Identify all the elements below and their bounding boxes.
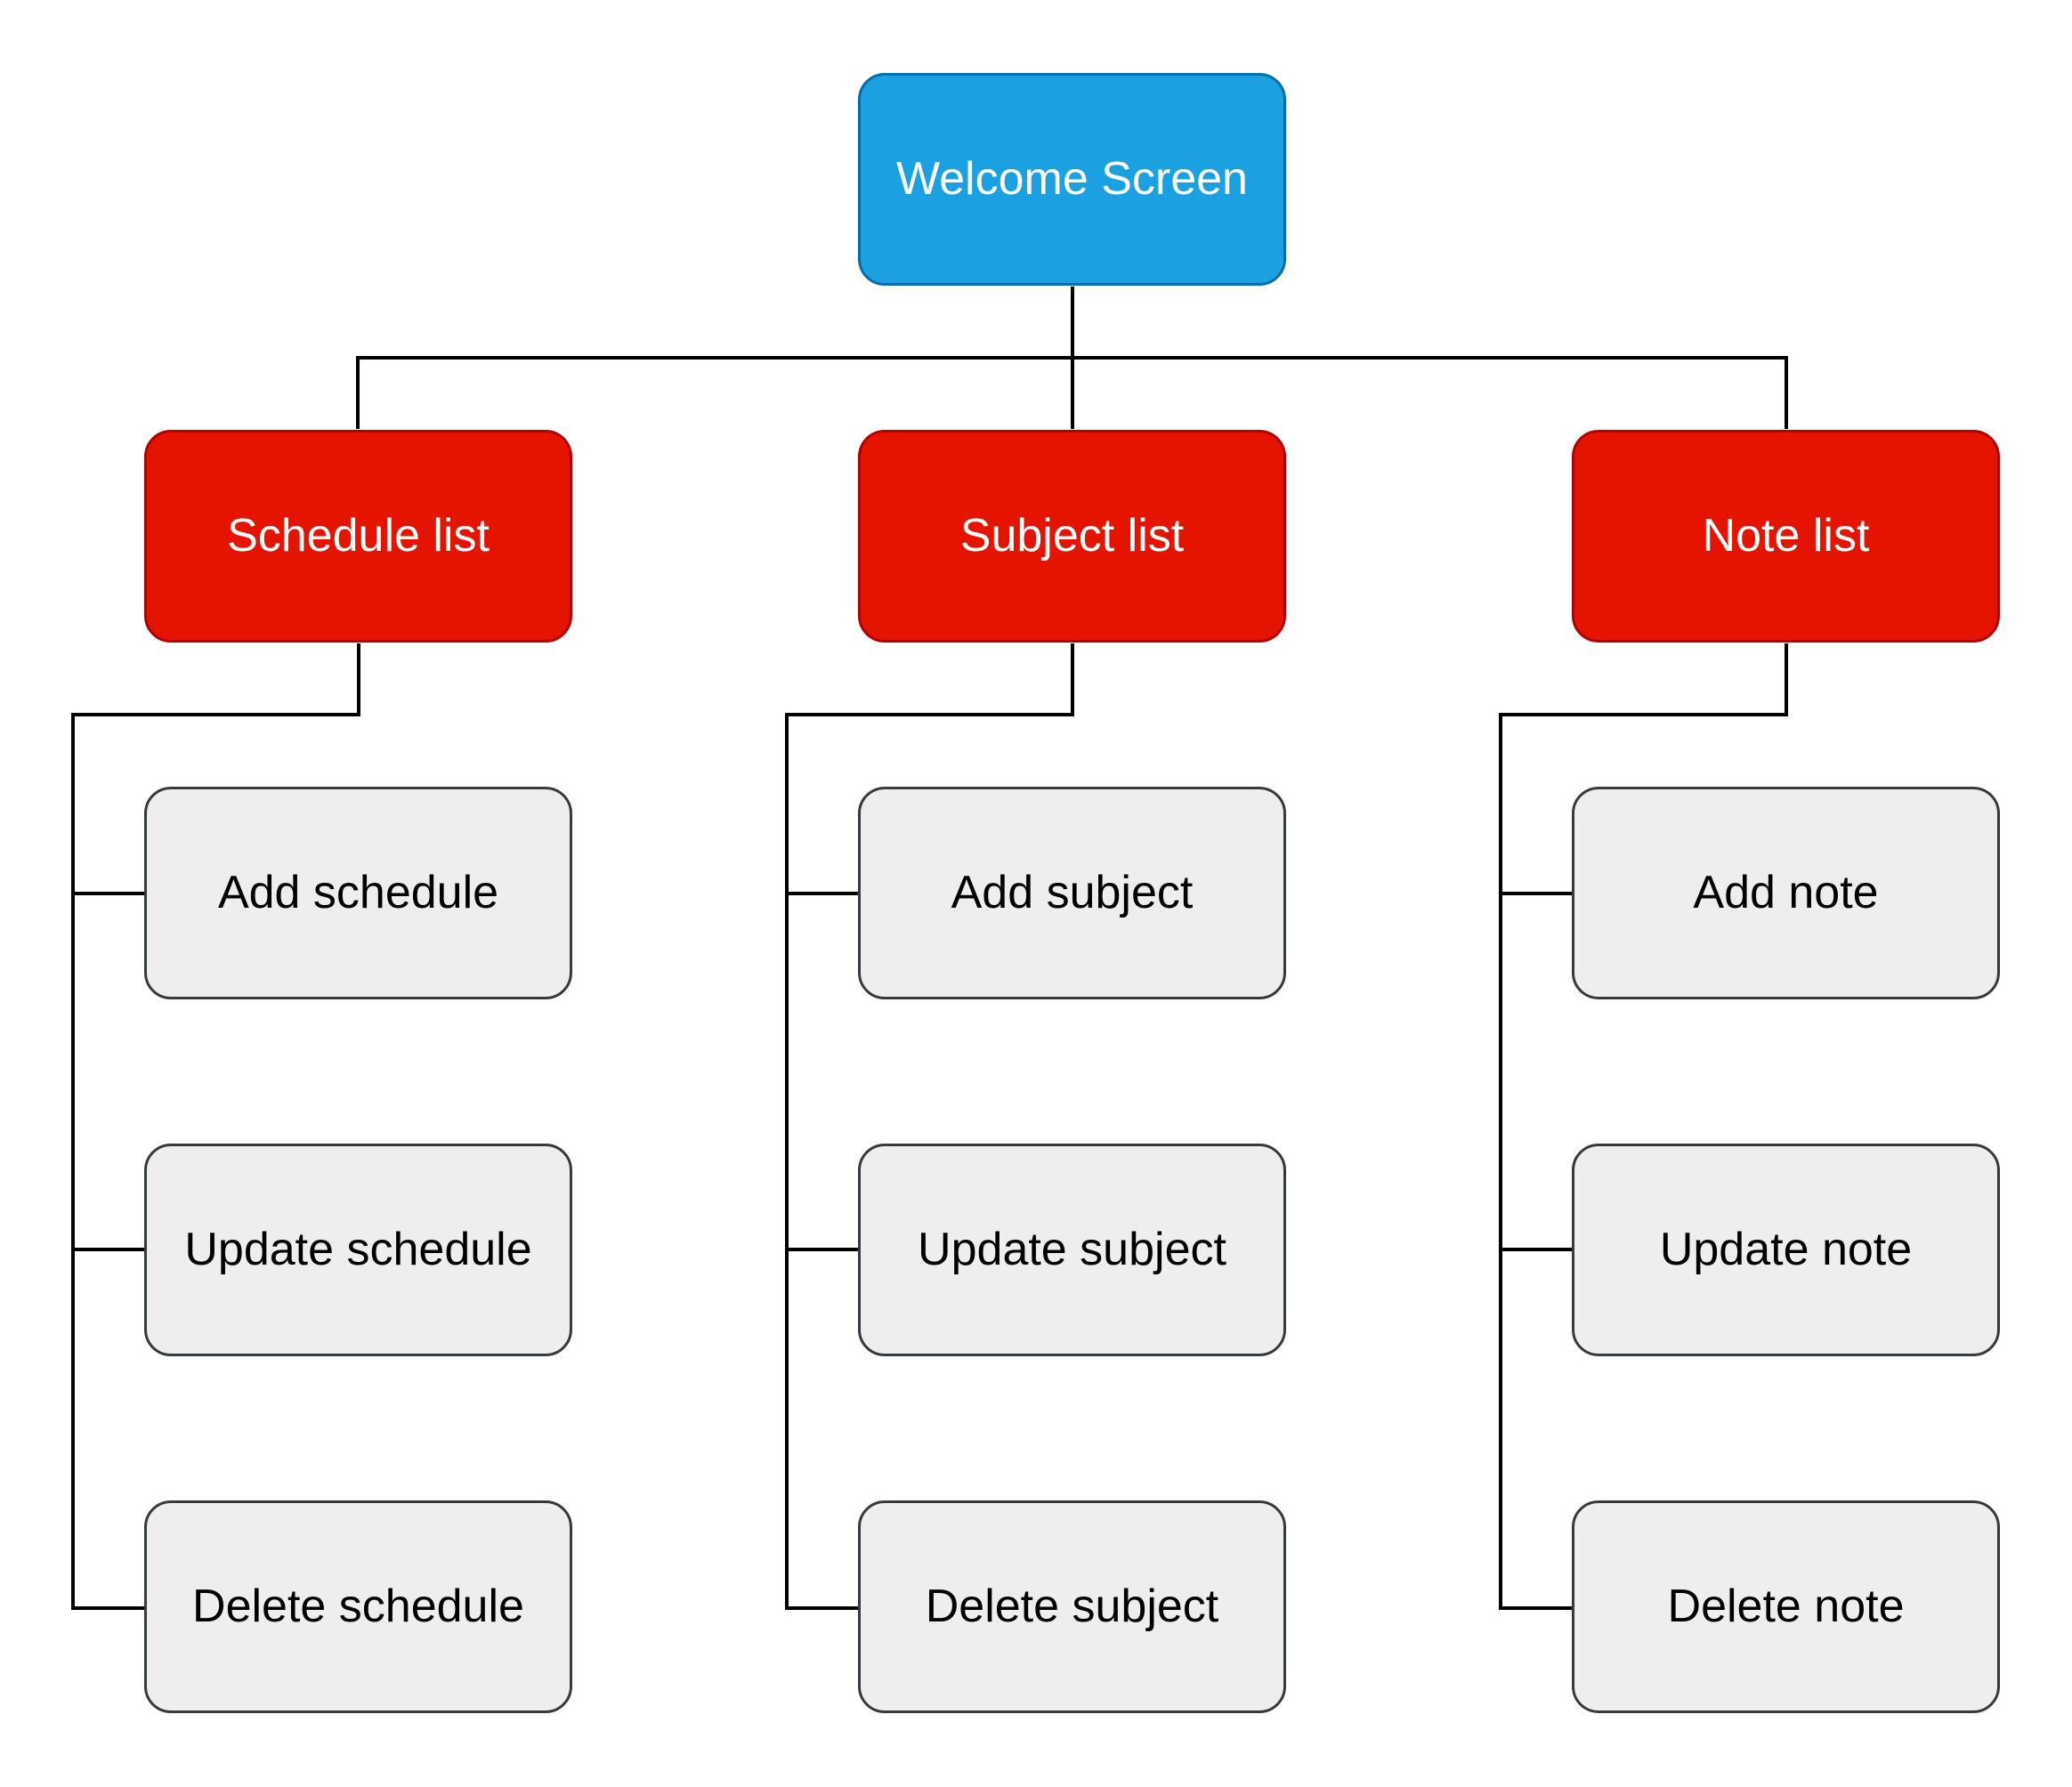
delete-subject-label: Delete subject (925, 1580, 1219, 1632)
update-subject-label: Update subject (918, 1223, 1226, 1275)
add-note-label: Add note (1693, 866, 1879, 918)
delete-subject-node[interactable]: Delete subject (858, 1500, 1286, 1713)
note-list-node[interactable]: Note list (1572, 430, 2000, 643)
update-schedule-label: Update schedule (184, 1223, 532, 1275)
update-schedule-node[interactable]: Update schedule (144, 1144, 572, 1356)
add-schedule-node[interactable]: Add schedule (144, 787, 572, 999)
update-note-label: Update note (1659, 1223, 1913, 1275)
schedule-list-label: Schedule list (227, 509, 490, 562)
delete-note-node[interactable]: Delete note (1572, 1500, 2000, 1713)
welcome-screen-node[interactable]: Welcome Screen (858, 73, 1286, 286)
schedule-list-node[interactable]: Schedule list (144, 430, 572, 643)
delete-schedule-node[interactable]: Delete schedule (144, 1500, 572, 1713)
subject-list-node[interactable]: Subject list (858, 430, 1286, 643)
add-subject-label: Add subject (951, 866, 1194, 918)
note-list-label: Note list (1702, 509, 1870, 562)
connector-subject-drop (785, 643, 1074, 1610)
delete-schedule-label: Delete schedule (192, 1580, 524, 1632)
update-note-node[interactable]: Update note (1572, 1144, 2000, 1356)
add-schedule-label: Add schedule (217, 866, 499, 918)
add-note-node[interactable]: Add note (1572, 787, 2000, 999)
connector-schedule-drop (71, 643, 360, 1610)
delete-note-label: Delete note (1667, 1580, 1905, 1632)
add-subject-node[interactable]: Add subject (858, 787, 1286, 999)
update-subject-node[interactable]: Update subject (858, 1144, 1286, 1356)
welcome-screen-label: Welcome Screen (896, 152, 1248, 205)
connector-note-drop (1499, 643, 1788, 1610)
subject-list-label: Subject list (959, 509, 1185, 562)
